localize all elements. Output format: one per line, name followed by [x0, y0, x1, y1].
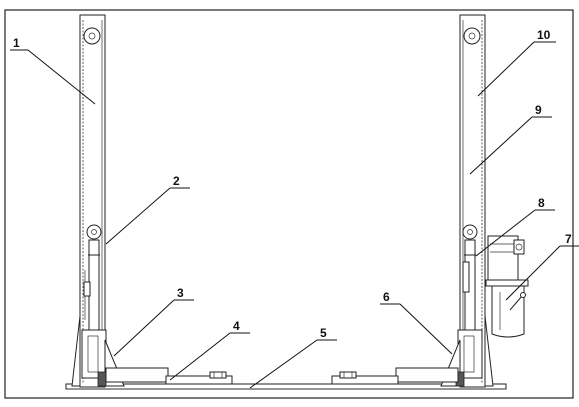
callout-label-7: 7: [565, 232, 572, 246]
callout-label-1: 1: [13, 36, 20, 50]
left-top-pulley: [83, 27, 101, 45]
callout-label-9: 9: [535, 103, 542, 117]
right-lift-arm: [331, 367, 459, 385]
left-lift-arm: [105, 367, 233, 385]
right-carriage: [457, 329, 483, 379]
left-lift-pad: [209, 371, 227, 379]
callout-label-3: 3: [177, 286, 184, 300]
left-carriage: [81, 329, 107, 379]
callout-label-5: 5: [320, 326, 327, 340]
left-chain-pulley: [86, 224, 102, 240]
release-lever: [509, 295, 523, 311]
diagram-frame: [4, 9, 574, 399]
right-column: [440, 14, 494, 388]
left-column: [71, 14, 125, 388]
right-chain-pulley: [462, 224, 478, 240]
callout-labels: 1 2 3 4 5 6 7 8 9 10: [13, 28, 572, 340]
callout-label-4: 4: [233, 319, 240, 333]
callout-leaders: [10, 41, 579, 389]
base-plate: [65, 383, 507, 390]
callout-label-6: 6: [383, 290, 390, 304]
right-lift-pad: [339, 371, 357, 379]
power-unit-tank: [491, 285, 525, 338]
left-base-gusset-a: [71, 315, 81, 387]
right-base-gusset-b: [484, 315, 494, 387]
callout-label-8: 8: [538, 196, 545, 210]
right-top-pulley: [463, 27, 481, 45]
callout-label-2: 2: [173, 174, 180, 188]
callout-label-10: 10: [537, 28, 551, 42]
power-unit: [485, 235, 529, 338]
